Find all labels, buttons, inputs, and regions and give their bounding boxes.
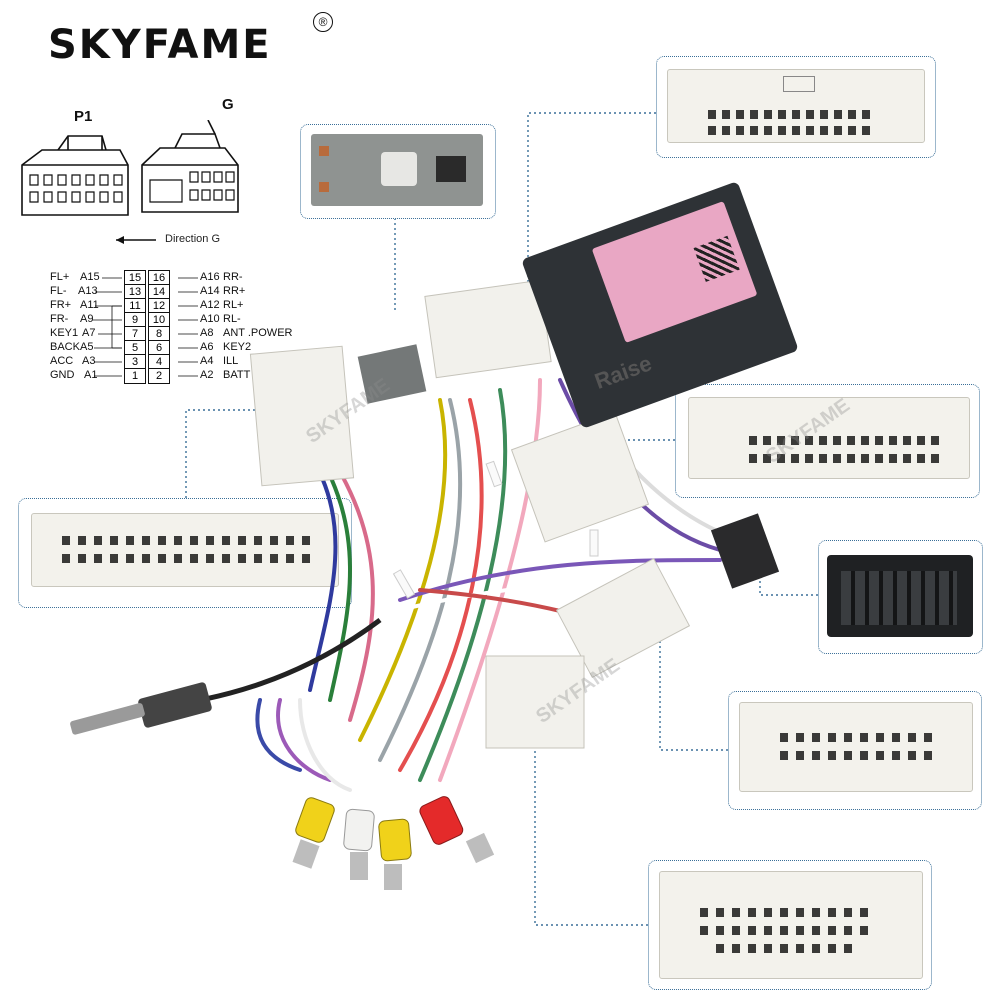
- pin-box: 2: [148, 368, 170, 384]
- pin-box: 7: [124, 326, 146, 342]
- pin-code: A10: [200, 313, 220, 325]
- callout-iso-connector: [818, 540, 983, 654]
- callout-connector-right: [675, 384, 980, 498]
- pin-code: A5: [80, 341, 94, 353]
- pin-name-back: BACK: [50, 341, 80, 353]
- pin-name-ill: ILL: [223, 355, 239, 367]
- pin-name-rl-plus: RL+: [223, 299, 244, 311]
- registered-mark: ®: [313, 12, 333, 32]
- white-connector-photo: [688, 397, 970, 479]
- fakra-port-icon: [381, 152, 417, 186]
- pin-box: 12: [148, 298, 170, 314]
- pin-code: A8: [200, 327, 214, 339]
- pin-code: A2: [200, 369, 214, 381]
- pin-name-gnd: GND: [50, 369, 75, 381]
- pin-code: A1: [84, 369, 98, 381]
- white-connector-photo: [31, 513, 339, 587]
- direction-label: Direction G: [165, 233, 221, 245]
- callout-grey-connector: [300, 124, 496, 219]
- pin-name-fl-plus: FL+: [50, 271, 70, 283]
- white-connector-photo: [659, 871, 923, 979]
- callout-connector-bottom: [648, 860, 932, 990]
- pin-name-batt: BATT: [223, 369, 251, 381]
- pin-name-rr-minus: RR-: [223, 271, 243, 283]
- pin-name-key1: KEY1: [50, 327, 79, 339]
- pin-code: A13: [78, 285, 98, 297]
- pin-code: A4: [200, 355, 214, 367]
- brand-logo: SKYFAME: [48, 22, 272, 68]
- pin-code: A9: [80, 313, 94, 325]
- iso-connector-photo: [827, 555, 973, 637]
- callout-connector-lower-right: [728, 691, 982, 810]
- pin-box: 16: [148, 270, 170, 286]
- pin-name-rr-plus: RR+: [223, 285, 246, 297]
- pin-box: 1: [124, 368, 146, 384]
- pin-box: 15: [124, 270, 146, 286]
- white-connector-photo: [739, 702, 973, 792]
- pin-name-fr-plus: FR+: [50, 299, 72, 311]
- connector-drawing: [21, 120, 239, 216]
- qr-code-icon: [693, 235, 740, 282]
- p1-label: P1: [74, 108, 93, 125]
- pin-code: A7: [82, 327, 96, 339]
- pin-code: A14: [200, 285, 220, 297]
- pin-code: A16: [200, 271, 220, 283]
- pinout-lines: [92, 277, 198, 377]
- pin-code: A6: [200, 341, 214, 353]
- module-brand-label: Raise: [591, 350, 655, 394]
- pin-name-ant-power: ANT .POWER: [223, 327, 293, 339]
- pin-name-rl-minus: RL-: [223, 313, 241, 325]
- callout-connector-left: [18, 498, 352, 608]
- pin-code: A15: [80, 271, 100, 283]
- pin-name-acc: ACC: [50, 355, 74, 367]
- g-label: G: [222, 96, 234, 113]
- pin-name-fr-minus: FR-: [50, 313, 69, 325]
- pin-code: A3: [82, 355, 96, 367]
- direction-arrow-icon: [116, 236, 156, 244]
- pinout-table: FL+ A15 FL- A13 FR+ A11 FR- A9 KEY1 A7 B…: [40, 270, 293, 385]
- pin-box: 4: [148, 354, 170, 370]
- pin-code: A12: [200, 299, 220, 311]
- pin-code: A11: [80, 299, 99, 311]
- grey-connector-photo: [311, 134, 483, 206]
- white-connector-photo: [667, 69, 925, 143]
- pin-name-key2: KEY2: [223, 341, 252, 353]
- callout-connector-top-right: [656, 56, 936, 158]
- pin-name-fl-minus: FL-: [50, 285, 67, 297]
